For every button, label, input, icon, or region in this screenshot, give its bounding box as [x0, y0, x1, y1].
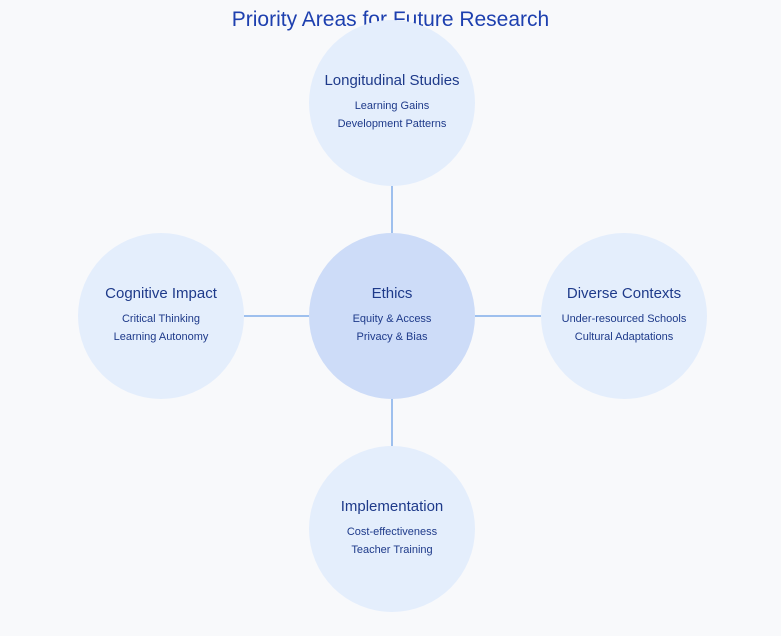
node-item: Learning Autonomy: [113, 330, 209, 343]
node-longitudinal-studies: Longitudinal Studies Learning Gains Deve…: [309, 20, 475, 186]
node-item: Teacher Training: [351, 543, 433, 556]
node-item: Equity & Access: [352, 312, 432, 325]
node-item: Development Patterns: [337, 117, 447, 130]
node-cognitive-impact: Cognitive Impact Critical Thinking Learn…: [78, 233, 244, 399]
node-item: Privacy & Bias: [356, 330, 428, 343]
node-implementation: Implementation Cost-effectiveness Teache…: [309, 446, 475, 612]
node-title: Cognitive Impact: [105, 284, 217, 302]
diagram-title: Priority Areas for Future Research: [231, 8, 550, 31]
node-title: Implementation: [340, 497, 444, 515]
node-ethics: Ethics Equity & Access Privacy & Bias: [309, 233, 475, 399]
node-item: Learning Gains: [354, 99, 430, 112]
node-item: Under-resourced Schools: [561, 312, 687, 325]
node-item: Cultural Adaptations: [574, 330, 674, 343]
node-item: Critical Thinking: [121, 312, 201, 325]
node-title: Longitudinal Studies: [324, 71, 460, 89]
node-title: Ethics: [371, 284, 413, 302]
node-diverse-contexts: Diverse Contexts Under-resourced Schools…: [541, 233, 707, 399]
node-item: Cost-effectiveness: [346, 525, 438, 538]
node-title: Diverse Contexts: [566, 284, 682, 302]
